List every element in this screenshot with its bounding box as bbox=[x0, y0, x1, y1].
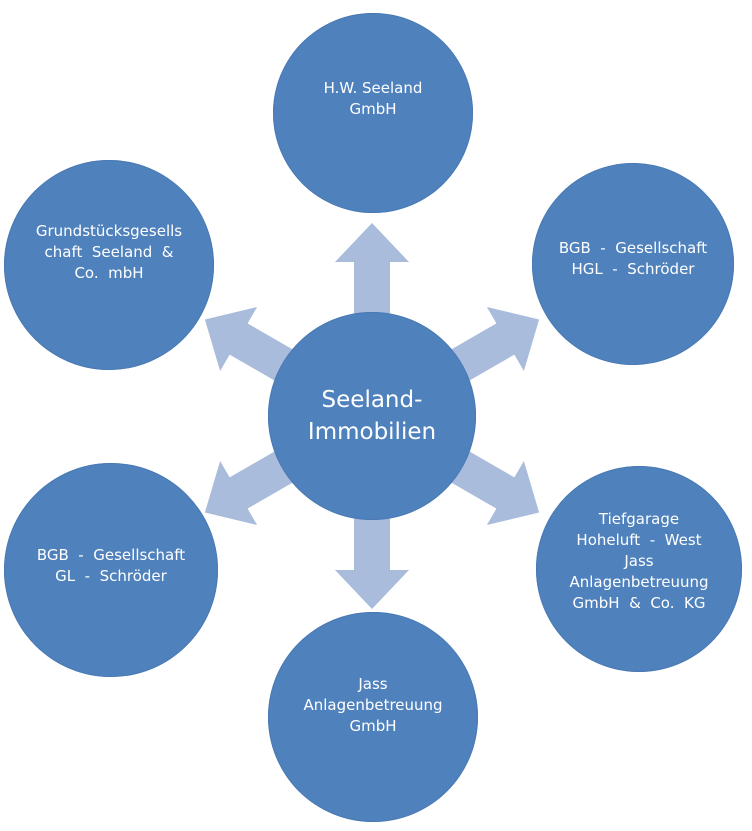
node-line: Anlagenbetreuung bbox=[569, 572, 709, 591]
node-line: Tiefgarage bbox=[598, 509, 680, 528]
arrow-to-top-left bbox=[204, 307, 297, 383]
arrow-to-bottom-right bbox=[447, 449, 540, 525]
node-jass-anlagenbetreuung-gmbh: Jass Anlagenbetreuung GmbH bbox=[268, 612, 478, 822]
node-line: H.W. Seeland bbox=[323, 79, 423, 97]
node-line: Grundstücksgesells bbox=[35, 221, 183, 240]
node-line: Co. mbH bbox=[74, 263, 144, 282]
node-line: Jass bbox=[358, 674, 388, 693]
center-node-line: Immobilien bbox=[307, 419, 437, 445]
center-node-seeland-immobilien: Seeland- Immobilien bbox=[268, 312, 476, 520]
node-tiefgarage-hoheluft-west: Tiefgarage Hoheluft - West Jass Anlagenb… bbox=[536, 466, 742, 672]
node-line: BGB - Gesellschaft bbox=[558, 239, 708, 257]
arrow-to-bottom-left bbox=[204, 449, 297, 525]
node-line: GL - Schröder bbox=[55, 566, 167, 585]
node-line: HGL - Schröder bbox=[571, 260, 695, 278]
node-bgb-gesellschaft-hgl-schroeder: BGB - Gesellschaft HGL - Schröder bbox=[532, 163, 734, 365]
node-line: GmbH & Co. KG bbox=[572, 593, 706, 612]
node-line: BGB - Gesellschaft bbox=[36, 545, 186, 564]
node-line: GmbH bbox=[349, 100, 397, 118]
node-bgb-gesellschaft-gl-schroeder: BGB - Gesellschaft GL - Schröder bbox=[4, 463, 218, 677]
center-node-line: Seeland- bbox=[321, 387, 423, 413]
node-line: chaft Seeland & bbox=[44, 242, 174, 261]
arrow-to-bottom bbox=[335, 514, 409, 609]
node-line: GmbH bbox=[349, 716, 397, 735]
node-grundstuecksgesellschaft-seeland: Grundstücksgesells chaft Seeland & Co. m… bbox=[4, 160, 214, 370]
arrow-to-top bbox=[335, 223, 409, 318]
node-line: Anlagenbetreuung bbox=[303, 695, 443, 714]
node-line: Hoheluft - West bbox=[576, 530, 702, 549]
node-line: Jass bbox=[624, 551, 654, 570]
arrow-to-top-right bbox=[447, 307, 540, 383]
node-hw-seeland-gmbh: H.W. Seeland GmbH bbox=[273, 13, 473, 213]
